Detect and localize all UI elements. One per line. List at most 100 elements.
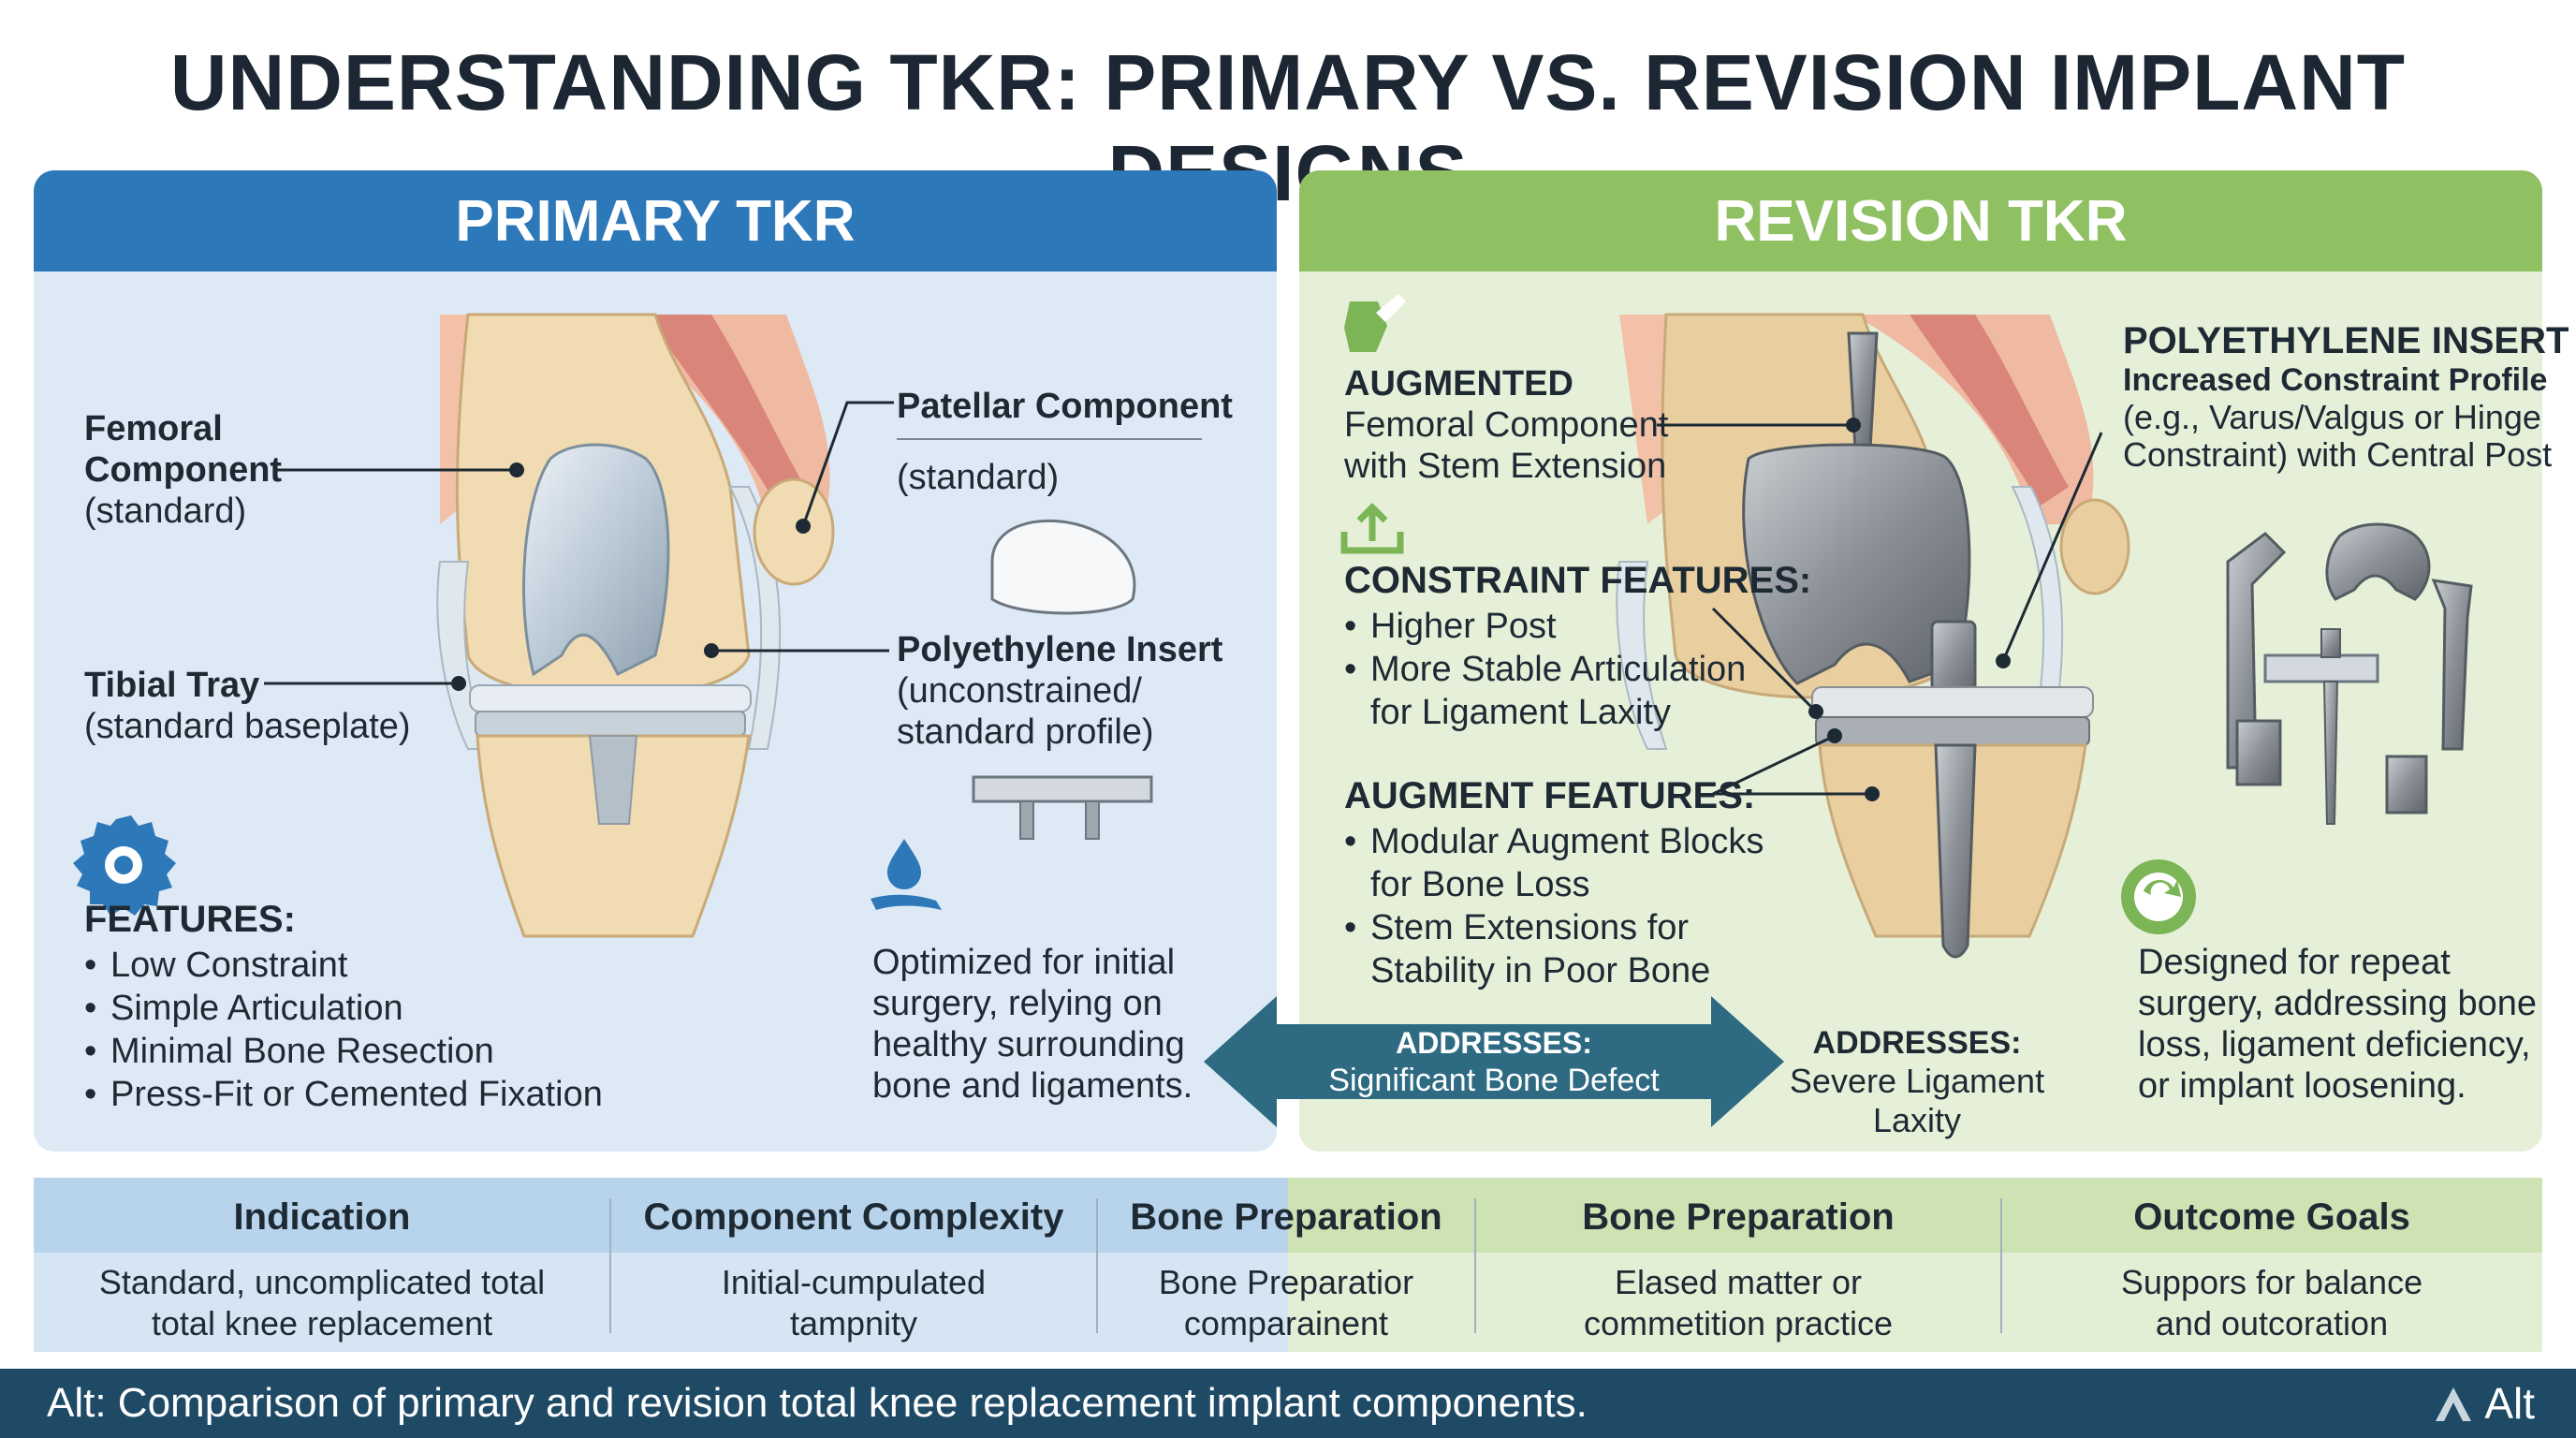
poly-insert-line2: Constraint) with Central Post [2123, 435, 2553, 474]
primary-header: PRIMARY TKR [34, 170, 1277, 271]
cell-line: Bone Preparatior [1158, 1263, 1414, 1301]
revision-header: REVISION TKR [1299, 170, 2542, 271]
constraint-list: Higher Post More Stable Articulation for… [1344, 605, 1746, 734]
insert-desc-line1: (unconstrained/ [897, 671, 1142, 711]
revision-insert-shape [1811, 686, 2094, 718]
addresses-line2: Laxity [1872, 1101, 1962, 1139]
feature-item: Minimal Bone Resection [84, 1030, 603, 1073]
patellar-component-illustration [990, 519, 1136, 615]
refresh-gear-icon [2121, 859, 2196, 934]
augmented-line2: with Stem Extension [1344, 447, 1667, 486]
revision-tibial-stem-small [2322, 681, 2339, 825]
cell-line: Elased matter or [1614, 1263, 1863, 1301]
augment-item-continuation: for Bone Loss [1370, 865, 1590, 904]
feature-item: Low Constraint [84, 944, 603, 987]
revision-central-post [1930, 620, 1977, 698]
addresses-heading: ADDRESSES: [1812, 1025, 2022, 1061]
footer-logo-text: Alt [2484, 1379, 2535, 1428]
cell-line: Standard, uncomplicated total [98, 1263, 546, 1301]
primary-femoral-implant [522, 443, 670, 677]
augment-block-right [2385, 755, 2428, 814]
femoral-name-line2: Component [84, 450, 283, 490]
augment-item: Modular Augment Blocks [1344, 820, 1764, 863]
femoral-dot [509, 462, 524, 477]
revision-knee-illustration [1616, 313, 2473, 959]
cell-line: commetition practice [1583, 1304, 1894, 1343]
optimized-line: bone and ligaments. [872, 1066, 1193, 1106]
revision-femoral-component-small-left [2226, 532, 2287, 770]
footer-bar: Alt: Comparison of primary and revision … [0, 1369, 2576, 1438]
table-header-cell: Bone Preparation [1582, 1196, 1895, 1238]
poly-insert-heading: POLYETHYLENE INSERT [2123, 320, 2569, 361]
tibial-dot [451, 676, 466, 691]
addresses-arrow [1204, 996, 1784, 1127]
femoral-component-label: Femoral Component (standard) [84, 408, 282, 532]
optimized-line: healthy surrounding [872, 1025, 1185, 1064]
augmented-label: AUGMENTED Femoral Component with Stem Ex… [1344, 363, 1668, 487]
primary-insert-shape [469, 684, 752, 712]
augment-dot-2 [1827, 728, 1842, 743]
patellar-divider [897, 438, 1202, 440]
tibial-tray-label: Tibial Tray (standard baseplate) [84, 665, 411, 747]
upload-tray-icon [1340, 503, 1404, 554]
gear-icon [73, 815, 176, 916]
optimized-line: Optimized for initial [872, 943, 1176, 982]
primary-tibia-bone [476, 734, 751, 938]
table-dividers [609, 1198, 2002, 1333]
table-header-cell: Outcome Goals [2133, 1196, 2410, 1238]
femoral-desc: (standard) [84, 492, 247, 531]
addresses-line1: Severe Ligament [1789, 1062, 2045, 1100]
constraint-item-continuation: for Ligament Laxity [1370, 693, 1672, 732]
primary-patella [753, 477, 835, 586]
revision-tray-shape [1815, 716, 2090, 746]
comparison-table: Indication Standard, uncomplicated total… [34, 1178, 2542, 1352]
leader-dots [451, 418, 2011, 801]
revision-poly-insert-label: POLYETHYLENE INSERT Increased Constraint… [2123, 322, 2569, 474]
insert-desc-line2: standard profile) [897, 712, 1154, 752]
constraint-item: More Stable Articulation [1344, 648, 1746, 691]
table-header-cell: Indication [233, 1196, 411, 1238]
patellar-dot [796, 519, 811, 534]
features-heading: FEATURES: [84, 899, 296, 940]
table-header-bg-left [34, 1178, 1288, 1253]
constraint-heading: CONSTRAINT FEATURES: [1344, 560, 1812, 601]
constraint-dot [1808, 704, 1823, 719]
augmented-line1: Femoral Component [1344, 405, 1669, 445]
tibial-desc: (standard baseplate) [84, 707, 411, 746]
wrench-icon [1344, 294, 1406, 352]
insert-name: Polyethylene Insert [897, 630, 1223, 669]
revision-post-small [2320, 628, 2341, 658]
poly-insert-subheading: Increased Constraint Profile [2123, 362, 2548, 398]
addresses-ligament: ADDRESSES: Severe Ligament Laxity [1784, 1024, 2050, 1140]
arrow-heading: ADDRESSES: [1396, 1026, 1592, 1060]
primary-tray-shape [475, 711, 746, 737]
revision-quadriceps-muscle [1910, 315, 2069, 506]
primary-knee-illustration [436, 313, 1153, 938]
table-column: Indication Standard, uncomplicated total… [34, 1178, 610, 1352]
poly-insert-line1: (e.g., Varus/Valgus or Hinge [2123, 398, 2541, 436]
footer-logo: Alt [2432, 1378, 2535, 1429]
cell-line: and outcoration [2155, 1304, 2389, 1343]
femoral-name-line1: Femoral [84, 409, 223, 448]
primary-quadriceps-muscle [646, 315, 805, 506]
insert-peg-right [1085, 800, 1100, 840]
cell-line: Suppors for balance [2120, 1263, 2423, 1301]
revision-tray-small [2263, 653, 2379, 683]
footer-alt-text: Alt: Comparison of primary and revision … [47, 1380, 1588, 1426]
augment-heading: AUGMENT FEATURES: [1344, 775, 1756, 816]
poly-insert-leader-line [2001, 432, 2103, 662]
table-header-bg-right [1288, 1178, 2542, 1253]
augment-dot [1865, 786, 1880, 801]
designed-line: or implant loosening. [2138, 1066, 2466, 1106]
designed-line: Designed for repeat [2138, 943, 2451, 982]
polyethylene-insert-illustration [972, 775, 1153, 803]
features-list: Low Constraint Simple Articulation Minim… [84, 944, 603, 1116]
